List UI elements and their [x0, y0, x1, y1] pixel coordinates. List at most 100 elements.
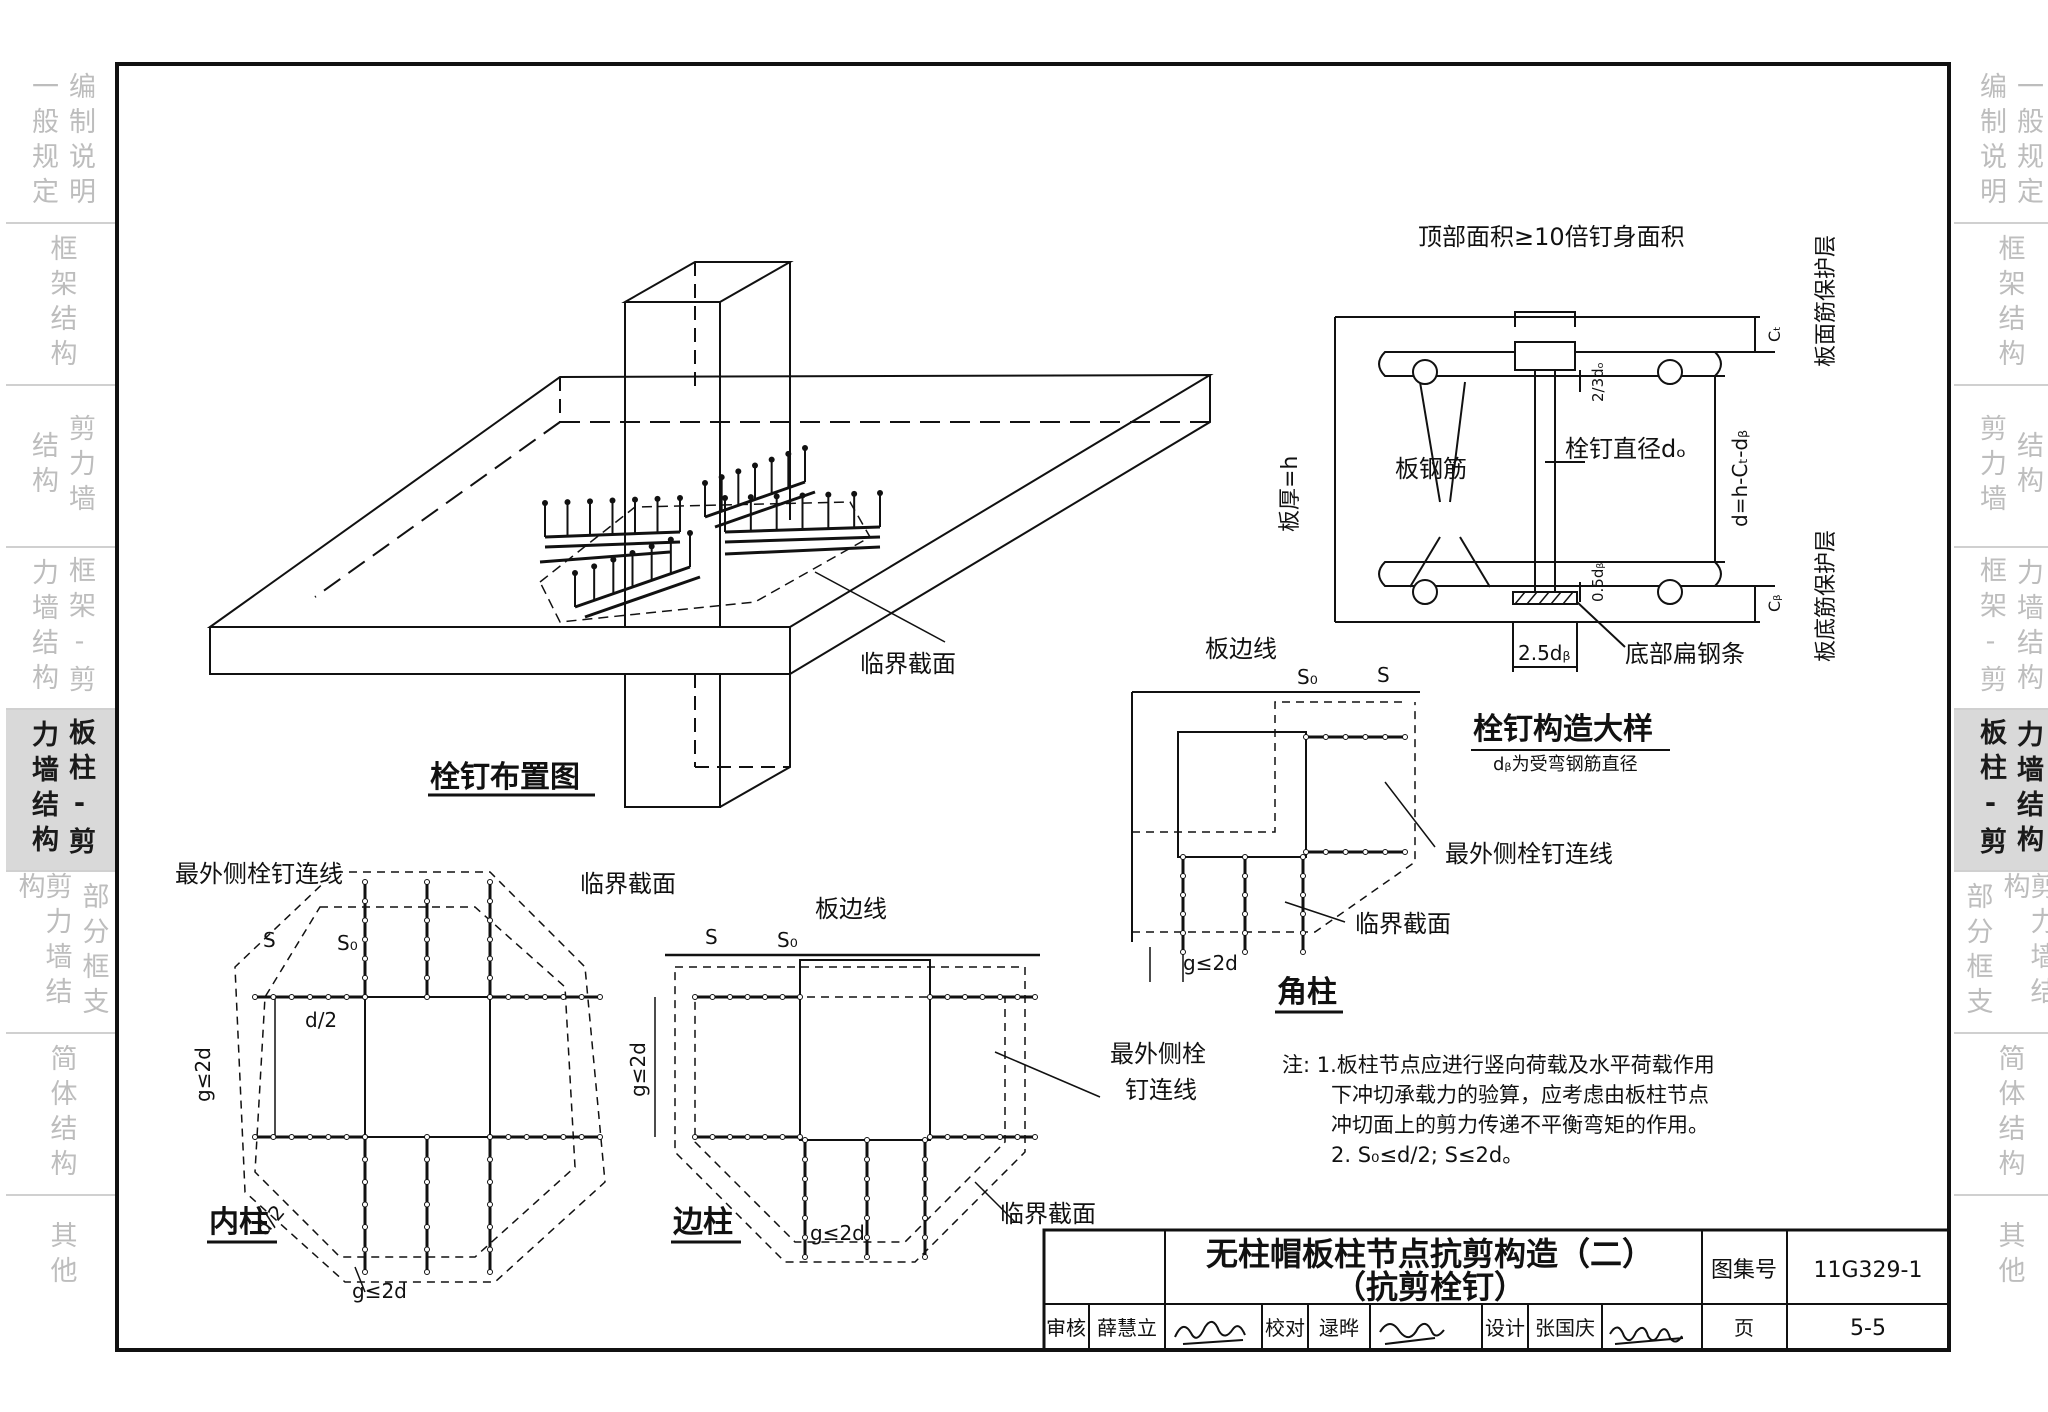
- right-nav-label: 框架-剪: [1975, 556, 2006, 700]
- stud-dot: [424, 974, 430, 981]
- stud-dot: [487, 1134, 493, 1140]
- stud-dot: [362, 1156, 368, 1163]
- c-bottom-label: Cᵦ: [1765, 594, 1784, 612]
- right-nav-label: 结构: [2012, 431, 2043, 501]
- left-nav-item[interactable]: 其他: [6, 1196, 116, 1316]
- stud-dot: [343, 1134, 350, 1140]
- left-nav-item[interactable]: 框架结构: [6, 224, 116, 386]
- stud-dot: [424, 955, 430, 962]
- left-nav-item[interactable]: 结构剪力墙: [6, 386, 116, 548]
- stud-dot: [709, 1134, 716, 1140]
- inner-column-plan: [234, 871, 606, 1293]
- left-nav-label: 剪力墙结构: [13, 872, 72, 1012]
- stud-dot: [252, 1134, 258, 1140]
- stud-dot: [1242, 949, 1248, 955]
- right-nav-item[interactable]: 部分框支剪力墙结构: [1954, 872, 2048, 1034]
- stud-dot: [997, 1134, 1003, 1140]
- iso-stud-head: [542, 500, 548, 506]
- right-nav-item[interactable]: 编制说明一般规定: [1954, 62, 2048, 224]
- stud-dot: [692, 994, 698, 1000]
- stud-dot: [424, 1246, 430, 1253]
- stud-dot: [864, 1215, 870, 1221]
- drawing-sheet: 临界截面 栓钉布置图: [115, 62, 1951, 1352]
- left-nav-label: 剪力墙: [64, 413, 95, 519]
- stud-dot: [762, 1134, 768, 1140]
- corner-s-label: S: [1377, 663, 1390, 687]
- right-nav-label: 板柱-剪: [1975, 718, 2006, 862]
- stud-dot: [1322, 849, 1329, 855]
- stud-dot: [487, 1156, 493, 1163]
- stud-dot: [1032, 1134, 1038, 1140]
- left-nav-item[interactable]: 剪力墙结构部分框支: [6, 872, 116, 1034]
- corner-caption: 角柱: [1277, 975, 1337, 1010]
- stud-dot: [864, 1195, 870, 1202]
- left-nav-label: 板柱-剪: [64, 718, 95, 862]
- right-nav-item[interactable]: 框架结构: [1954, 224, 2048, 386]
- left-section-nav: 一般规定编制说明 框架结构 结构剪力墙 力墙结构框架-剪 力墙结构板柱-剪 剪力…: [6, 62, 116, 1316]
- half-db-label: 0.5dᵦ: [1589, 563, 1607, 602]
- stud-dot: [523, 1134, 530, 1140]
- edge-rails: [692, 994, 1038, 1260]
- stud-dot: [362, 1224, 368, 1230]
- stud-dot: [779, 1134, 786, 1140]
- iso-stud-head: [677, 495, 683, 501]
- stud-detail: [1334, 311, 1775, 672]
- right-nav-item[interactable]: 其他: [1954, 1196, 2048, 1316]
- stud-dot: [864, 1234, 870, 1241]
- inner-rails: [252, 879, 603, 1275]
- right-nav-label: 框架结构: [1993, 234, 2025, 374]
- right-nav-item[interactable]: 简体结构: [1954, 1034, 2048, 1196]
- iso-stud-head: [564, 499, 571, 506]
- stud-dot: [424, 936, 430, 943]
- stud-dot: [802, 1156, 808, 1163]
- stud-dot: [523, 994, 530, 1000]
- left-nav-item[interactable]: 简体结构: [6, 1034, 116, 1196]
- designer-signature: [1609, 1326, 1684, 1345]
- stud-dot: [927, 994, 933, 1000]
- detail-subcaption: dᵦ为受弯钢筋直径: [1493, 754, 1638, 775]
- stud-dot: [505, 1134, 512, 1140]
- note-line-3: 冲切面上的剪力传递不平衡弯矩的作用。: [1331, 1113, 1709, 1137]
- slab-thickness-label: 板厚=h: [1278, 456, 1303, 532]
- iso-stud-layout: [206, 261, 1214, 808]
- stud-dot: [1303, 849, 1309, 855]
- left-nav-item-active[interactable]: 力墙结构板柱-剪: [6, 710, 116, 872]
- right-nav-item-active[interactable]: 板柱-剪力墙结构: [1954, 710, 2048, 872]
- sheet-title-1: 无柱帽板柱节点抗剪构造（二）: [1206, 1235, 1654, 1273]
- iso-stud-head: [718, 474, 725, 481]
- right-nav-item[interactable]: 框架-剪力墙结构: [1954, 548, 2048, 710]
- inner-critical-label: 临界截面: [580, 870, 676, 898]
- stud-dot: [802, 1234, 808, 1241]
- head-ratio-label: 2/3dₒ: [1589, 362, 1607, 402]
- bar-circles: [1412, 359, 1683, 605]
- left-nav-item[interactable]: 一般规定编制说明: [6, 62, 116, 224]
- iso-stud-head: [667, 536, 674, 543]
- stud-dot: [922, 1195, 928, 1202]
- left-nav-label: 框架-剪: [64, 556, 95, 700]
- stud-dot: [487, 974, 493, 981]
- stud-dot: [1242, 873, 1248, 879]
- left-nav-item[interactable]: 力墙结构框架-剪: [6, 548, 116, 710]
- right-nav-label: 部分框支: [1961, 882, 1993, 1022]
- detail-caption: 栓钉构造大样: [1473, 712, 1653, 747]
- stud-dot: [542, 994, 548, 1000]
- stud-dot: [1322, 734, 1329, 740]
- iso-stud-head: [687, 530, 693, 536]
- stud-dot: [802, 1254, 808, 1260]
- check-label: 校对: [1265, 1316, 1305, 1340]
- edge-line-label: 板边线: [815, 895, 887, 923]
- stud-dot: [1300, 911, 1306, 917]
- stud-dot: [944, 994, 951, 1000]
- right-nav-item[interactable]: 剪力墙结构: [1954, 386, 2048, 548]
- edge-critical-label: 临界截面: [1000, 1200, 1096, 1228]
- stud-dot: [597, 1134, 603, 1140]
- stud-dot: [325, 994, 332, 1000]
- stud-dot: [1180, 911, 1186, 917]
- stud-dot: [1300, 892, 1306, 898]
- corner-g-label: g≤2d: [1183, 951, 1238, 975]
- left-nav-label: 一般规定: [27, 72, 58, 212]
- atlas-label: 图集号: [1711, 1258, 1777, 1283]
- stud-dot: [424, 1134, 430, 1140]
- stud-dot: [864, 1254, 870, 1260]
- edge-outer-line-2: 钉连线: [1125, 1076, 1197, 1104]
